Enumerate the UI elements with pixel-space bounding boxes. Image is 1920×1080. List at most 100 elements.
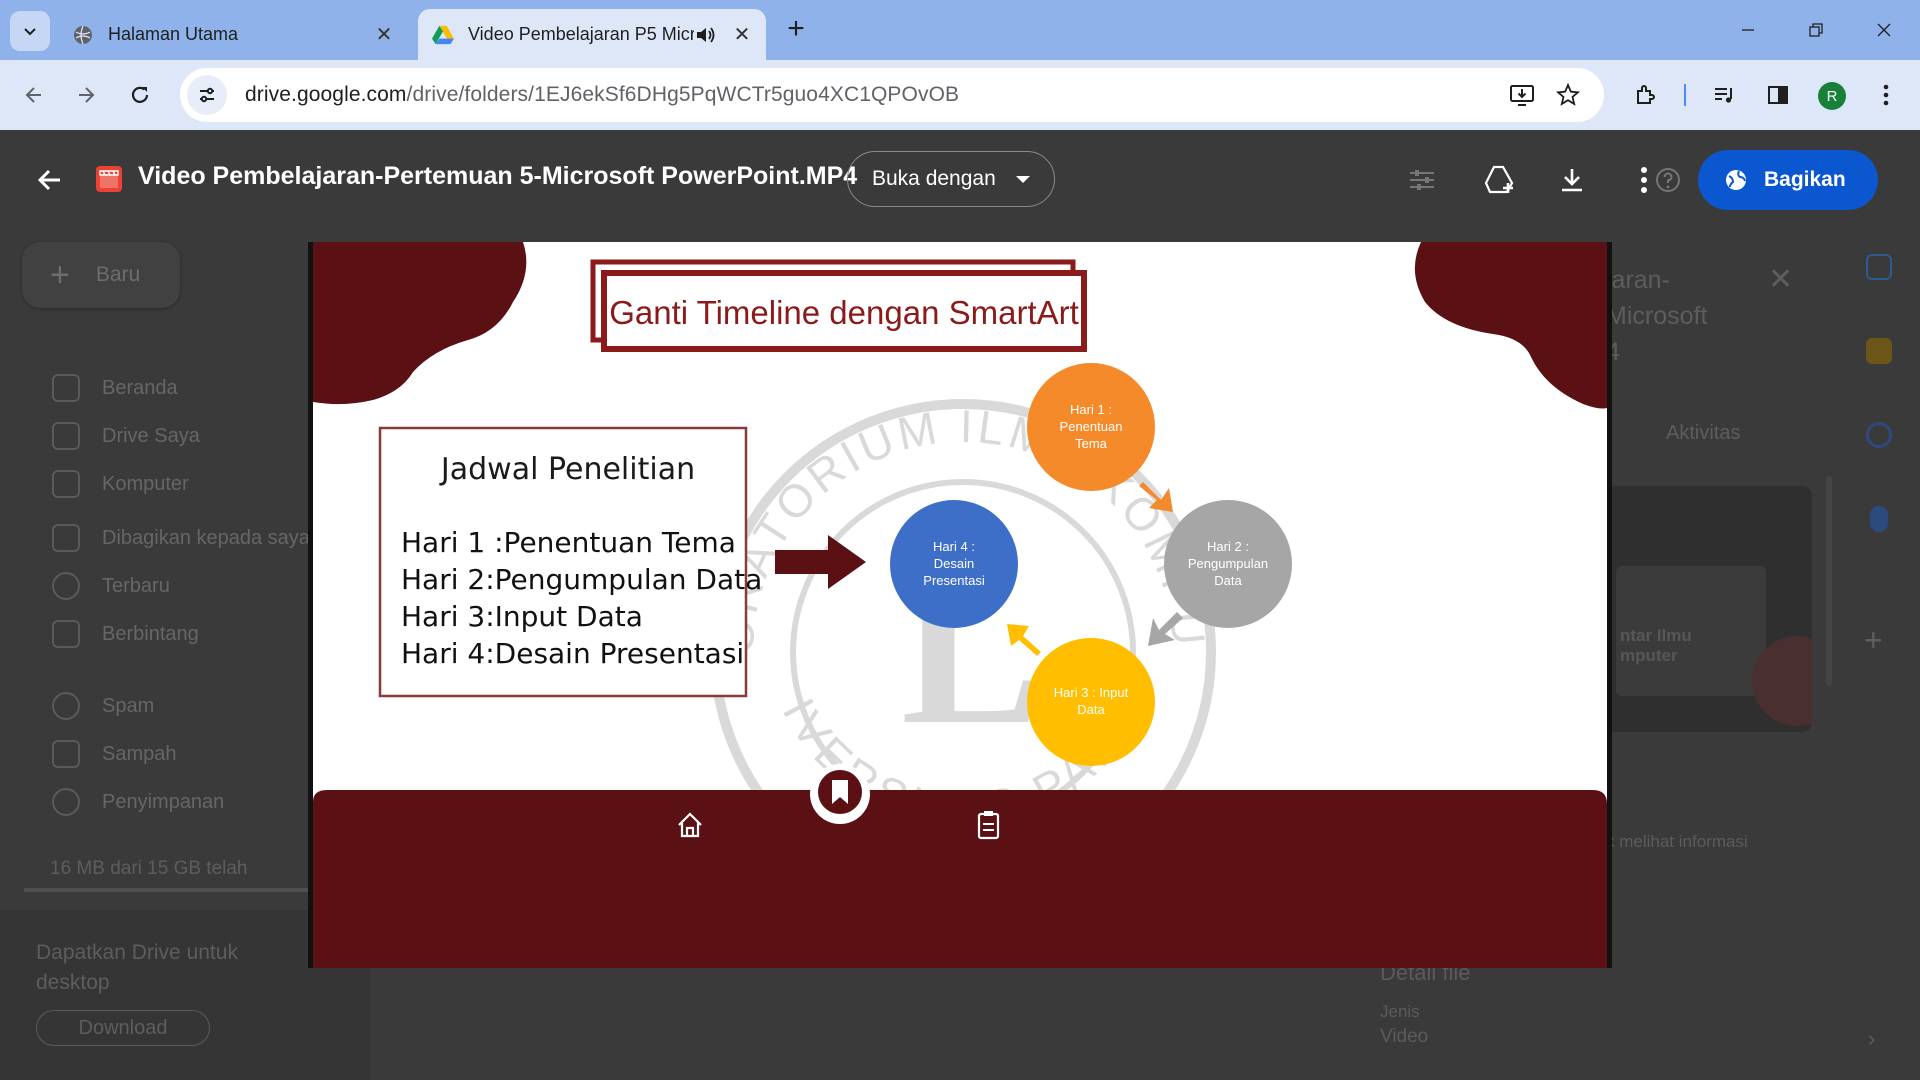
nav-penyimpanan: Penyimpanan bbox=[0, 782, 330, 822]
cycle-step-2 bbox=[1164, 500, 1292, 628]
nav-label: Spam bbox=[102, 694, 155, 717]
tasks-icon bbox=[1866, 422, 1892, 448]
back-button[interactable] bbox=[30, 160, 70, 200]
nav-drive-saya: Drive Saya bbox=[0, 416, 330, 456]
url-path: /drive/folders/1EJ6ekSf6DHg5PqWCTr5guo4X… bbox=[406, 83, 960, 106]
nav-label: Terbaru bbox=[102, 574, 170, 597]
schedule-item: Hari 1 :Penentuan Tema bbox=[401, 526, 736, 559]
computer-icon bbox=[52, 470, 80, 498]
promo-text: Dapatkan Drive untuk desktop bbox=[36, 941, 238, 994]
activity-tab: Aktivitas bbox=[1666, 422, 1741, 444]
new-tab-button[interactable]: + bbox=[787, 12, 805, 45]
type-value: Video bbox=[1380, 1026, 1429, 1047]
tab-video-pembelajaran[interactable]: Video Pembelajaran P5 Microsoft ✕ bbox=[418, 9, 766, 60]
nav-label: Beranda bbox=[102, 376, 178, 399]
drive-video-viewer: +Baru Beranda Drive Saya Komputer Dibagi… bbox=[0, 130, 1920, 1080]
schedule-item: Hari 4:Desain Presentasi bbox=[401, 637, 744, 670]
cloud-icon bbox=[52, 788, 80, 816]
media-control-icon[interactable] bbox=[1704, 75, 1744, 115]
schedule-item: Hari 3:Input Data bbox=[401, 600, 643, 633]
schedule-item: Hari 2:Pengumpulan Data bbox=[401, 563, 762, 596]
cycle-arrow-1-2 bbox=[1139, 482, 1173, 512]
nav-beranda: Beranda bbox=[0, 368, 330, 408]
chevron-down-icon bbox=[24, 28, 36, 36]
details-scrollbar bbox=[1826, 476, 1832, 686]
minimize-icon[interactable] bbox=[1724, 10, 1772, 50]
arrow-left-icon bbox=[25, 87, 41, 103]
cycle-arrow-2-3 bbox=[1148, 612, 1183, 646]
dropdown-caret-icon bbox=[1015, 175, 1030, 183]
side-panel-icon[interactable] bbox=[1758, 75, 1798, 115]
bookmark-icon bbox=[832, 780, 848, 804]
nav-label: Dibagikan kepada saya bbox=[102, 526, 310, 549]
file-thumbnail: ntar Ilmu mputer bbox=[1606, 486, 1812, 732]
arrow-right-icon bbox=[79, 87, 95, 103]
restore-icon[interactable] bbox=[1792, 10, 1840, 50]
url-domain: drive.google.com bbox=[245, 83, 407, 106]
browser-toolbar: drive.google.com/drive/folders/1EJ6ekSf6… bbox=[0, 60, 1920, 130]
globe-icon bbox=[1726, 170, 1746, 190]
info-hint: k melihat informasi bbox=[1606, 832, 1748, 851]
address-bar[interactable]: drive.google.com/drive/folders/1EJ6ekSf6… bbox=[180, 68, 1604, 122]
nav-spam: Spam bbox=[0, 686, 330, 726]
bottom-nav-bar bbox=[313, 790, 1607, 968]
download-icon[interactable] bbox=[1550, 158, 1594, 202]
nav-komputer: Komputer bbox=[0, 464, 330, 504]
details-title: jaran- Microsoft 4 bbox=[1606, 266, 1708, 366]
cycle-step-4 bbox=[890, 500, 1018, 628]
new-label: Baru bbox=[95, 263, 141, 286]
trash-icon bbox=[52, 740, 80, 768]
new-button: +Baru bbox=[22, 242, 180, 308]
cycle-step-1 bbox=[1027, 363, 1155, 491]
tab-title: Video Pembelajaran P5 Microsoft bbox=[468, 24, 694, 44]
close-tab-icon[interactable]: ✕ bbox=[375, 24, 393, 46]
home-icon bbox=[52, 374, 80, 402]
tab-search-button[interactable] bbox=[10, 11, 50, 51]
speaker-icon[interactable] bbox=[694, 24, 716, 46]
chevron-right-icon: › bbox=[1868, 1026, 1876, 1051]
toolbar-divider bbox=[1684, 84, 1686, 106]
type-label: Jenis bbox=[1380, 1002, 1420, 1021]
reload-icon bbox=[131, 86, 149, 103]
video-file-icon bbox=[96, 166, 122, 192]
add-to-drive-icon[interactable] bbox=[1478, 158, 1522, 202]
extensions-icon[interactable] bbox=[1626, 75, 1666, 115]
corner-decoration-left bbox=[313, 242, 527, 405]
globe-icon bbox=[74, 25, 92, 44]
star-icon bbox=[52, 620, 80, 648]
share-button[interactable]: Bagikan bbox=[1698, 150, 1878, 210]
site-info-button[interactable] bbox=[187, 75, 227, 115]
nav-berbintang: Berbintang bbox=[0, 614, 330, 654]
video-player[interactable]: LABORATORIUM ILMU KOMPUTER UNIVERSITAS P… bbox=[308, 242, 1612, 968]
back-button[interactable] bbox=[14, 75, 54, 115]
schedule-box bbox=[378, 426, 748, 698]
title-frame-front bbox=[601, 270, 1087, 352]
tune-icon bbox=[200, 87, 214, 103]
keep-icon bbox=[1866, 338, 1892, 364]
nav-label: Komputer bbox=[102, 472, 189, 495]
schedule-heading: Jadwal Penelitian bbox=[439, 452, 695, 487]
bookmark-star-icon[interactable] bbox=[1548, 75, 1588, 115]
url-text: drive.google.com/drive/folders/1EJ6ekSf6… bbox=[245, 83, 959, 107]
nav-label: Drive Saya bbox=[102, 424, 200, 447]
close-window-icon[interactable] bbox=[1860, 10, 1908, 50]
tab-halaman-utama[interactable]: Halaman Utama ✕ bbox=[58, 9, 408, 60]
tab-title: Halaman Utama bbox=[108, 24, 239, 44]
more-options-icon[interactable] bbox=[1622, 158, 1666, 202]
forward-button[interactable] bbox=[66, 75, 106, 115]
install-app-icon[interactable] bbox=[1502, 75, 1542, 115]
cycle-step-3 bbox=[1027, 638, 1155, 766]
nav-label: Sampah bbox=[102, 742, 177, 765]
open-with-button[interactable]: Buka dengan bbox=[847, 151, 1055, 207]
profile-avatar[interactable]: R bbox=[1818, 82, 1846, 110]
more-menu-icon[interactable] bbox=[1866, 75, 1906, 115]
close-tab-icon[interactable]: ✕ bbox=[733, 24, 751, 46]
home-icon bbox=[678, 812, 702, 838]
file-title: Video Pembelajaran-Pertemuan 5-Microsoft… bbox=[138, 162, 858, 190]
reload-button[interactable] bbox=[120, 75, 160, 115]
spam-icon bbox=[52, 692, 80, 720]
nav-sampah: Sampah bbox=[0, 734, 330, 774]
clock-icon bbox=[52, 572, 80, 600]
